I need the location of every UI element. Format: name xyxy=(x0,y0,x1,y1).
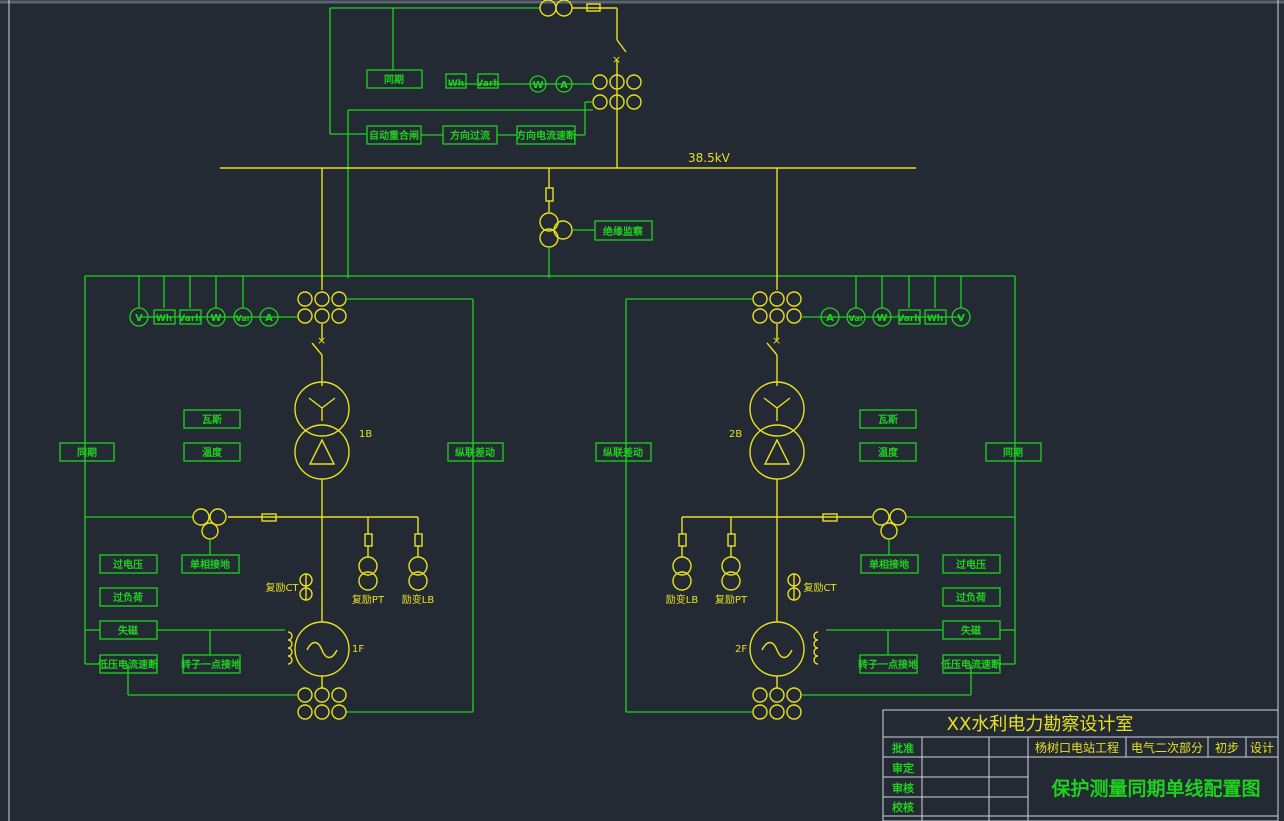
svg-text:同期: 同期 xyxy=(1003,446,1023,459)
svg-text:自动重合闸: 自动重合闸 xyxy=(369,129,419,142)
drawing-title: 保护测量同期单线配置图 xyxy=(1050,777,1260,800)
svg-text:审定: 审定 xyxy=(892,761,914,775)
svg-text:×: × xyxy=(772,334,781,347)
transformer-2b-label: 2B xyxy=(729,429,742,440)
svg-text:A: A xyxy=(265,313,273,324)
svg-text:复励CT: 复励CT xyxy=(265,581,299,594)
svg-text:审核: 审核 xyxy=(892,781,914,795)
svg-text:方向过流: 方向过流 xyxy=(450,129,490,142)
svg-text:过负荷: 过负荷 xyxy=(956,591,986,604)
svg-text:励变LB: 励变LB xyxy=(402,593,435,606)
svg-text:×: × xyxy=(612,53,621,66)
svg-text:同期: 同期 xyxy=(77,446,97,459)
svg-text:励变LB: 励变LB xyxy=(666,593,699,606)
svg-text:W: W xyxy=(876,313,887,324)
svg-text:单相接地: 单相接地 xyxy=(190,558,230,571)
bus-pt: 绝缘监察 xyxy=(85,168,1015,278)
svg-text:Wh: Wh xyxy=(156,314,172,324)
svg-text:V: V xyxy=(957,313,965,324)
generator-2f-label: 2F xyxy=(735,644,747,655)
top-feeder: × 同期 Wh Varh W A 自动重合闸 方向过流 方向电流速断 xyxy=(329,0,642,278)
svg-text:Varh: Varh xyxy=(897,314,920,324)
svg-text:纵联差动: 纵联差动 xyxy=(603,446,643,459)
svg-text:方向电流速断: 方向电流速断 xyxy=(516,129,576,142)
stage: 初步 xyxy=(1215,741,1239,755)
svg-text:A: A xyxy=(826,313,834,324)
svg-text:×: × xyxy=(317,334,326,347)
svg-text:W: W xyxy=(532,80,543,91)
svg-text:Varh: Varh xyxy=(476,79,499,89)
svg-text:复励PT: 复励PT xyxy=(352,593,385,606)
svg-text:绝缘监察: 绝缘监察 xyxy=(603,225,644,238)
svg-text:校核: 校核 xyxy=(892,800,914,814)
svg-text:低压电流速断: 低压电流速断 xyxy=(940,658,1001,671)
svg-text:转子一点接地: 转子一点接地 xyxy=(181,658,241,671)
svg-text:温度: 温度 xyxy=(202,446,223,459)
svg-text:单相接地: 单相接地 xyxy=(869,558,909,571)
svg-text:温度: 温度 xyxy=(878,446,899,459)
svg-text:纵联差动: 纵联差动 xyxy=(455,446,495,459)
svg-text:Var: Var xyxy=(848,314,863,323)
bus-voltage-label: 38.5kV xyxy=(688,151,731,165)
svg-text:Varh: Varh xyxy=(178,314,201,324)
svg-text:低压电流速断: 低压电流速断 xyxy=(97,658,158,671)
svg-text:失磁: 失磁 xyxy=(118,624,138,637)
svg-text:过电压: 过电压 xyxy=(113,558,143,571)
left-unit: × V Wh Varh W Var A 1B 瓦斯 温度 同期 纵联差动 xyxy=(59,168,504,720)
svg-text:复励CT: 复励CT xyxy=(803,581,837,594)
svg-text:失磁: 失磁 xyxy=(961,624,981,637)
svg-text:W: W xyxy=(210,313,221,324)
svg-text:V: V xyxy=(135,313,143,324)
svg-text:A: A xyxy=(560,80,568,91)
svg-text:转子一点接地: 转子一点接地 xyxy=(858,658,918,671)
svg-text:过电压: 过电压 xyxy=(956,558,986,571)
section-name: 电气二次部分 xyxy=(1131,740,1203,755)
design-label: 设计 xyxy=(1250,741,1274,755)
svg-text:过负荷: 过负荷 xyxy=(113,591,143,604)
svg-text:瓦斯: 瓦斯 xyxy=(878,413,898,426)
insulation-monitor-box xyxy=(594,220,653,241)
svg-text:Var: Var xyxy=(235,314,250,323)
svg-text:批准: 批准 xyxy=(892,741,914,755)
svg-text:复励PT: 复励PT xyxy=(715,593,748,606)
right-unit: × A Var W Varh Wh V 2B 瓦斯 温度 同期 纵联差动 xyxy=(595,168,1042,720)
svg-text:Wh: Wh xyxy=(927,314,943,324)
svg-text:Wh: Wh xyxy=(448,79,464,89)
generator-1f-label: 1F xyxy=(352,644,364,655)
title-block: XX水利电力勘察设计室 杨树口电站工程 电气二次部分 初步 设计 保护测量同期单… xyxy=(882,709,1279,821)
svg-text:瓦斯: 瓦斯 xyxy=(202,413,222,426)
transformer-1b-label: 1B xyxy=(359,429,372,440)
project-name: 杨树口电站工程 xyxy=(1035,740,1119,755)
company-name: XX水利电力勘察设计室 xyxy=(947,714,1134,735)
svg-text:同期: 同期 xyxy=(384,73,404,86)
sync-box-top xyxy=(366,69,423,89)
